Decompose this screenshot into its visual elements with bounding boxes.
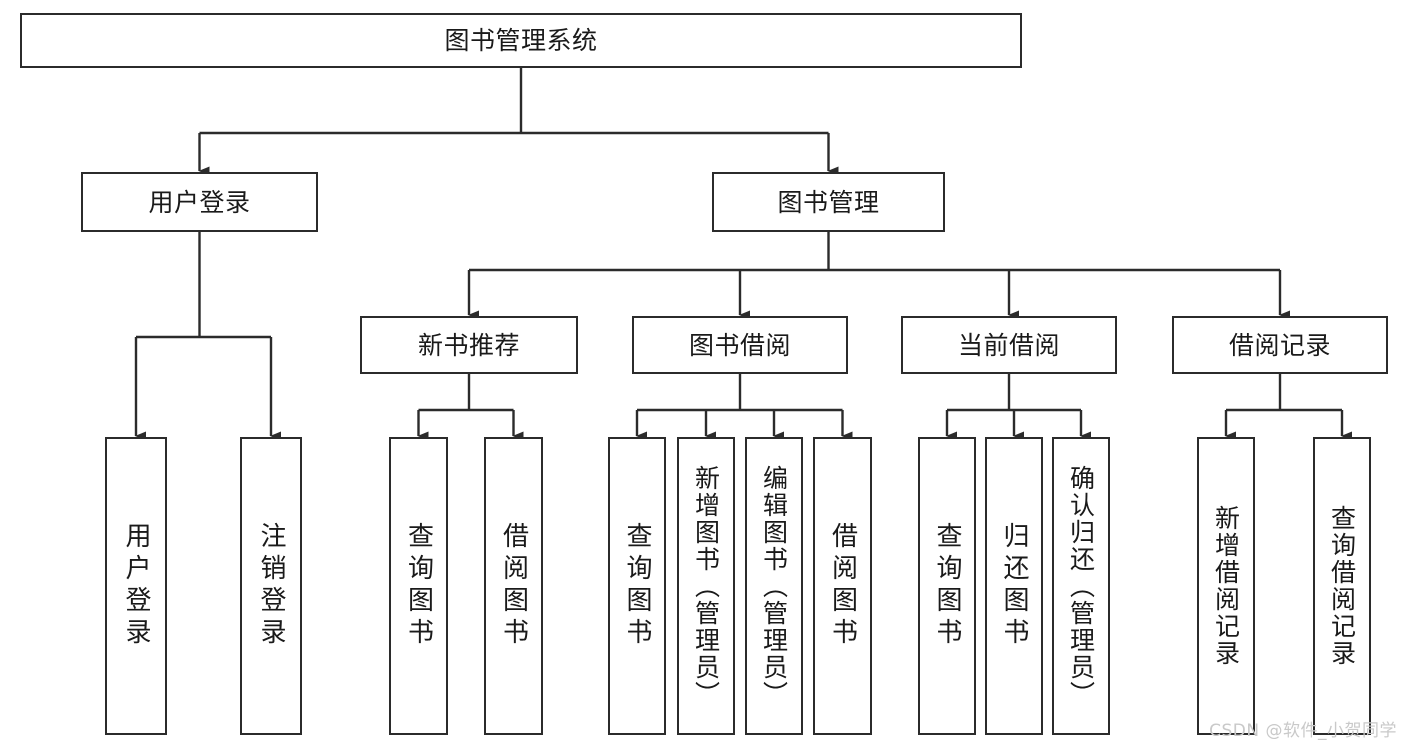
connector-lines [134, 68, 1352, 441]
node-label-leaf_3: 借阅图书 [498, 522, 529, 650]
node-leaf_0[interactable]: 用户登录 [105, 437, 167, 735]
node-l2_3[interactable]: 借阅记录 [1172, 316, 1388, 374]
node-leaf_1[interactable]: 注销登录 [240, 437, 302, 735]
node-l1_0[interactable]: 用户登录 [81, 172, 318, 232]
node-label-l1_0: 用户登录 [148, 187, 251, 217]
node-label-leaf_1: 注销登录 [256, 522, 286, 650]
node-label-root: 图书管理系统 [444, 26, 598, 55]
node-leaf_6[interactable]: 编辑图书（管理员） [745, 437, 803, 735]
node-l2_2[interactable]: 当前借阅 [901, 316, 1117, 374]
node-l2_0[interactable]: 新书推荐 [360, 316, 578, 374]
node-leaf_9[interactable]: 归还图书 [985, 437, 1043, 735]
node-l2_1[interactable]: 图书借阅 [632, 316, 848, 374]
node-leaf_8[interactable]: 查询图书 [918, 437, 976, 735]
node-leaf_11[interactable]: 新增借阅记录 [1197, 437, 1255, 735]
node-label-l2_0: 新书推荐 [417, 330, 520, 360]
node-label-leaf_9: 归还图书 [999, 522, 1029, 650]
node-label-l2_1: 图书借阅 [688, 330, 791, 360]
node-label-l1_1: 图书管理 [777, 187, 880, 217]
node-label-leaf_7: 借阅图书 [827, 522, 858, 650]
node-leaf_10[interactable]: 确认归还（管理员） [1052, 437, 1110, 735]
node-leaf_12[interactable]: 查询借阅记录 [1313, 437, 1371, 735]
node-l1_1[interactable]: 图书管理 [712, 172, 945, 232]
node-label-leaf_10: 确认归还（管理员） [1066, 464, 1096, 708]
node-label-leaf_12: 查询借阅记录 [1327, 505, 1357, 667]
node-leaf_7[interactable]: 借阅图书 [813, 437, 872, 735]
node-label-l2_3: 借阅记录 [1228, 330, 1331, 360]
node-label-leaf_0: 用户登录 [121, 522, 151, 650]
node-label-leaf_5: 新增图书（管理员） [691, 464, 721, 708]
node-leaf_4[interactable]: 查询图书 [608, 437, 666, 735]
node-label-leaf_4: 查询图书 [622, 522, 652, 650]
node-label-leaf_8: 查询图书 [932, 522, 962, 650]
node-label-leaf_2: 查询图书 [403, 522, 434, 650]
node-root[interactable]: 图书管理系统 [20, 13, 1022, 68]
node-label-l2_2: 当前借阅 [957, 330, 1060, 360]
node-leaf_3[interactable]: 借阅图书 [484, 437, 543, 735]
node-leaf_5[interactable]: 新增图书（管理员） [677, 437, 735, 735]
csdn-watermark: CSDN @软件_小贺同学 [1209, 721, 1397, 741]
node-label-leaf_11: 新增借阅记录 [1211, 505, 1241, 667]
node-leaf_2[interactable]: 查询图书 [389, 437, 448, 735]
node-label-leaf_6: 编辑图书（管理员） [759, 464, 789, 708]
